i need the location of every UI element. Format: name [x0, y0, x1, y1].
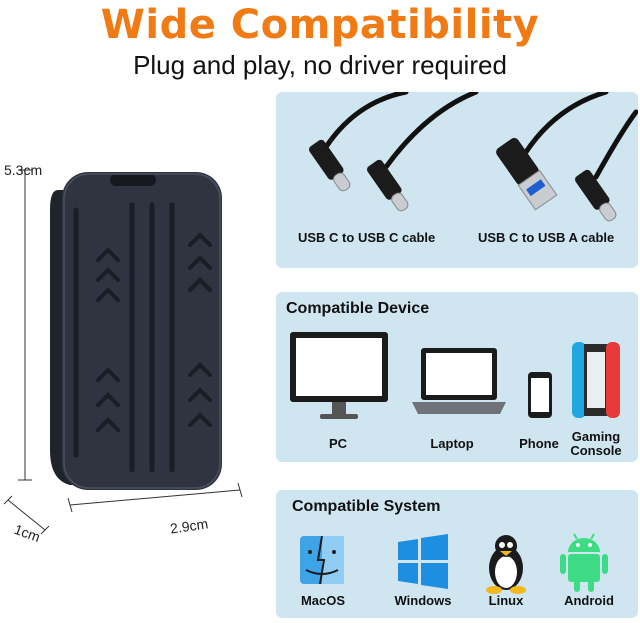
pc-icon — [290, 332, 388, 419]
device-phone-label: Phone — [519, 436, 559, 451]
device-gaming-console-label: Gaming Console — [570, 429, 622, 458]
gaming-console-icon — [572, 342, 620, 418]
systems-graphic — [300, 533, 608, 594]
macos-icon — [300, 535, 344, 585]
cables-graphic — [309, 92, 638, 222]
page-title: Wide Compatibility — [100, 2, 540, 48]
system-macos-label: MacOS — [300, 593, 346, 608]
ssd-enclosure-graphic — [3, 169, 243, 535]
device-illustration: 5.3cm 1cm 2.9cm — [0, 150, 260, 570]
page-subtitle: Plug and play, no driver required — [133, 50, 507, 80]
linux-icon — [486, 535, 526, 594]
compatible-device-title: Compatible Device — [286, 300, 430, 317]
devices-graphic — [290, 332, 620, 419]
system-android-label: Android — [564, 593, 614, 608]
compatible-device-panel: Compatible Device PC Laptop Phone G — [276, 292, 638, 462]
cables-panel: USB C to USB C cable USB C to USB A cabl… — [276, 92, 638, 268]
compatible-system-title: Compatible System — [292, 498, 441, 515]
usb-c-to-a-label: USB C to USB A cable — [478, 230, 615, 245]
system-windows-label: Windows — [394, 593, 452, 608]
device-laptop-label: Laptop — [430, 436, 474, 451]
usb-c-to-c-label: USB C to USB C cable — [298, 230, 436, 245]
height-dimension-label: 5.3cm — [4, 162, 43, 178]
device-pc-label: PC — [328, 436, 348, 451]
phone-icon — [528, 372, 552, 418]
laptop-icon — [412, 348, 506, 414]
system-linux-label: Linux — [488, 593, 524, 608]
android-icon — [560, 533, 608, 592]
windows-icon — [398, 534, 448, 589]
compatible-system-panel: Compatible System — [276, 490, 638, 618]
